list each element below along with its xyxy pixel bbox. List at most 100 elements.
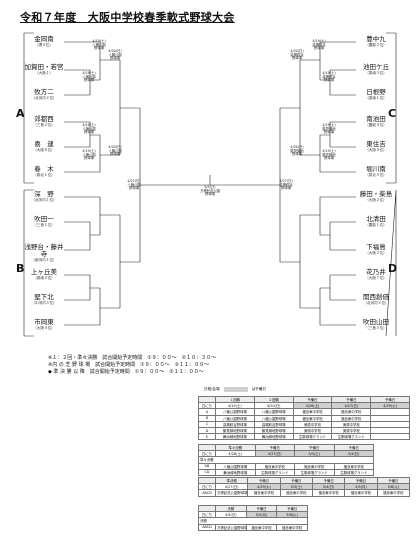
team-district: （泉北１位） — [33, 173, 55, 177]
schedule-cell: 万博記念公園野球場 — [215, 523, 247, 531]
schedule-cell: CD — [198, 468, 216, 476]
reserve-day-swatch — [223, 387, 248, 392]
left-team: 喜 連（大阪８位） — [22, 140, 66, 153]
team-district: （北河内３位） — [363, 301, 389, 305]
schedule-legend: 日程/会場 は予備日 — [204, 387, 266, 392]
legend-line: ※１：２回・準々決勝 試合開始予定時間 ①９：００～ ②１０：３０～ — [48, 355, 217, 361]
team-district: （三島２位） — [33, 123, 55, 127]
team-district: （大阪７位） — [365, 276, 387, 280]
left-team: 浅野台・藤井寺（南河内１位） — [22, 243, 66, 263]
venue-note: 4/19(土) 鶴見緑地 野球場 — [322, 123, 336, 135]
right-team: 吹田山田（三島３位） — [354, 319, 398, 331]
team-name: 加賀田・若宮 — [24, 63, 64, 71]
right-team: 東住吉（大阪５位） — [354, 141, 398, 153]
right-team: 花乃井（大阪７位） — [354, 268, 398, 281]
team-district: （三島３位） — [365, 326, 387, 330]
team-name: 池田ケ丘 — [363, 63, 389, 71]
team-name: 藤田・柴島 — [359, 190, 393, 198]
team-district: （大阪２位） — [365, 198, 387, 202]
team-name: 喜 連 — [34, 140, 54, 148]
left-team: 金岡南（堺４位） — [22, 36, 66, 48]
team-district: （泉南２位） — [33, 276, 55, 280]
left-team: 吹田一（三島１位） — [22, 215, 66, 228]
semifinal-venue-note: 4/27(日) 高槻萩谷 野球場 — [279, 179, 293, 191]
venue-note: 4/20(日) 八幡公園 野球場 — [108, 49, 122, 61]
team-district: （泉北３位） — [365, 173, 387, 177]
team-district: （大阪１） — [35, 71, 53, 75]
team-name: 下福島 — [366, 243, 386, 251]
left-team: 堅下北（中河内３位） — [22, 294, 66, 306]
final-venue-note: 5/4(日) 万博記念公園 野球場 — [200, 185, 220, 197]
schedule-cell: 生駒球場グランド — [294, 468, 335, 476]
team-district: （中河内３位） — [31, 301, 57, 305]
left-team: 牧方二（北河内２位） — [22, 88, 66, 101]
team-district: （泉南１位） — [365, 96, 387, 100]
venue-note: 4/20(日) 高槻萩谷 野球場 — [290, 49, 304, 61]
team-name: 堀川南 — [366, 165, 386, 173]
block-label-a: A — [16, 107, 25, 120]
team-name: 春 木 — [34, 165, 54, 173]
schedule-cell: 舞洲緑地野球場 — [215, 468, 256, 476]
team-name: 郊都西 — [34, 115, 54, 123]
schedule-legend-box-label: は予備日 — [251, 387, 266, 391]
left-team: 加賀田・若宮（大阪１） — [22, 63, 66, 76]
schedule-cell: 生駒球場グランド — [333, 468, 374, 476]
schedule-legend-label: 日程/会場 — [204, 387, 220, 391]
team-name: 牧方二 — [34, 88, 54, 96]
team-name: 上ヶ丘美 — [31, 268, 57, 276]
left-team: 春 木（泉北１位） — [22, 165, 66, 178]
team-name: 花乃井 — [366, 268, 386, 276]
schedule-cell: 舞洲緑地野球場 — [215, 433, 255, 441]
schedule-cell — [370, 433, 410, 441]
page-title: 令和７年度 大阪中学校春季軟式野球大会 — [20, 11, 235, 24]
schedule-row: 準決勝予備日予備日予備日予備日予備日 — [198, 476, 411, 485]
right-team: 南池田（豊能４位） — [354, 116, 398, 128]
schedule-cell: 生駒球場グランド — [254, 468, 295, 476]
team-name: 市岡東 — [34, 318, 54, 326]
right-team: 北清田（豊能１位） — [354, 215, 398, 228]
left-team: 深 野（北河内１位） — [22, 190, 66, 203]
team-district: （大阪５位） — [365, 148, 387, 152]
venue-note: 4/19(土) 八幡公園 野球場 — [82, 123, 96, 135]
team-district: （大阪４位） — [33, 326, 55, 330]
time-legend: ※１：２回・準々決勝 試合開始予定時間 ①９：００～ ②１０：３０～ ※内 の … — [48, 355, 216, 376]
team-name: 深 野 — [34, 190, 54, 198]
schedule-cell: E — [198, 433, 216, 441]
schedule-cell: ABCD — [198, 523, 216, 531]
team-district: （豊能２位） — [365, 43, 387, 47]
team-name: 吹田一 — [34, 215, 54, 223]
schedule-cell: 福島東中学校 — [376, 489, 411, 497]
venue-note: 4/19(土) 鶴見緑地 野球場 — [322, 149, 336, 161]
schedule-cell: 福島東中学校 — [311, 489, 346, 497]
schedule-cell: 福島東中学校 — [276, 523, 308, 531]
team-name: 日根野 — [366, 88, 386, 96]
team-name: 開西創価 — [363, 293, 389, 301]
venue-note: 4/19(土) 八幡公園 野球場 — [82, 71, 96, 83]
semifinal-venue-note: 4/27(日) 八幡公園 野球場 — [127, 179, 141, 191]
schedule-cell: 舞洲緑地野球場 — [253, 433, 294, 441]
team-district: （堺４位） — [35, 43, 53, 47]
venue-note: 4/19(土) 八幡公園 野球場 — [82, 149, 96, 161]
right-team: 藤田・柴島（大阪２位） — [354, 190, 398, 203]
left-team: 郊都西（三島２位） — [22, 115, 66, 128]
schedule-cell: ABCD — [198, 489, 216, 497]
team-district: （豊能１位） — [365, 223, 387, 227]
team-district: （北河内１位） — [31, 198, 57, 202]
right-team: 開西創価（北河内３位） — [354, 293, 398, 306]
team-name: 北清田 — [366, 215, 386, 223]
schedule-row: 決勝予備日予備日 — [198, 504, 308, 513]
schedule-cell: 福島東中学校 — [279, 489, 313, 497]
team-name: 浅野台・藤井寺 — [24, 243, 64, 258]
team-name: 豊中九 — [366, 35, 386, 43]
venue-note: 4/20(日) 八幡公園 野球場 — [108, 145, 122, 157]
team-district: （南河内１位） — [31, 258, 57, 262]
right-team: 下福島（大阪２位） — [354, 243, 398, 256]
schedule-cell: 福島東中学校 — [247, 489, 281, 497]
team-district: （大阪２位） — [365, 251, 387, 255]
